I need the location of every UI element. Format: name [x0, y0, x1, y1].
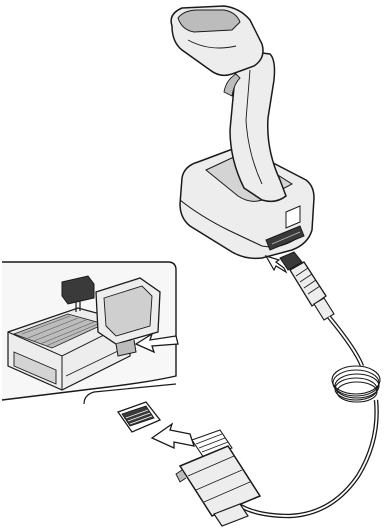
plug-insert-arrow [152, 424, 194, 448]
host-port [118, 402, 160, 432]
scanner-window [178, 10, 240, 32]
interface-plug [152, 424, 260, 526]
plug-body [180, 446, 260, 516]
cable-coil [332, 366, 380, 402]
cable-connector [266, 252, 334, 320]
